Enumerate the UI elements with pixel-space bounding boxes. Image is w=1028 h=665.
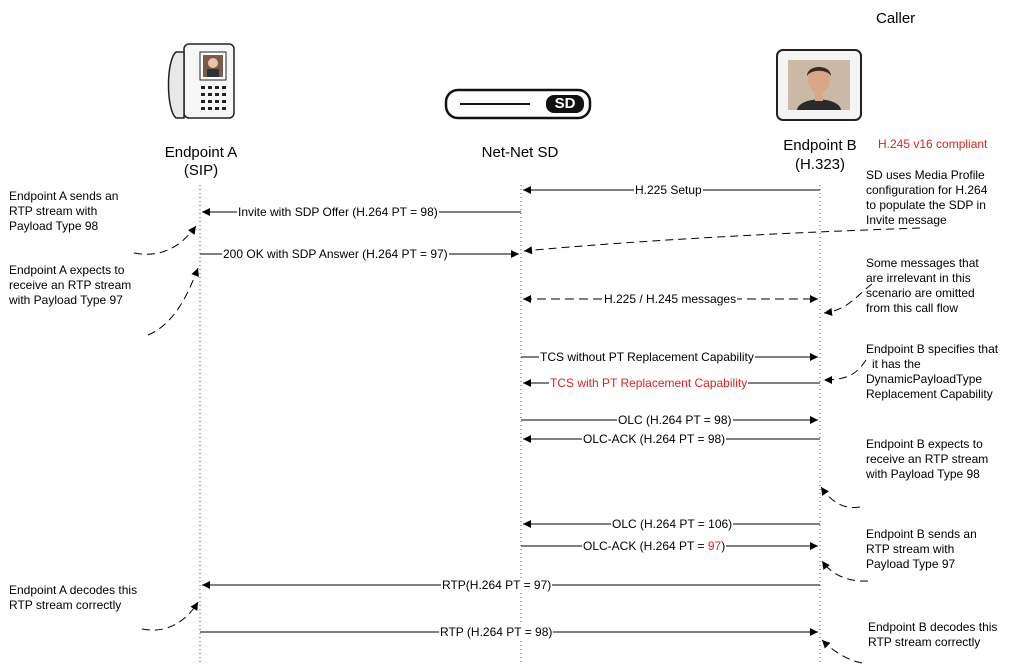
note-b6-line: Endpoint B decodes this — [868, 620, 998, 634]
note-a1-line: Endpoint A sends an — [9, 189, 119, 203]
msg-olc-106: OLC (H.264 PT = 106) — [611, 517, 734, 531]
msg-h225-h245: H.225 / H.245 messages — [603, 292, 738, 306]
msg-rtp-97: RTP(H.264 PT = 97) — [441, 578, 553, 592]
video-endpoint-icon — [776, 49, 862, 121]
endpoint-a-protocol: (SIP) — [183, 162, 219, 179]
note-b3-line: Endpoint B specifies that — [866, 342, 999, 356]
msg-rtp-98: RTP (H.264 PT = 98) — [439, 625, 554, 639]
connector-note-b3 — [823, 359, 867, 384]
note-b4-line: receive an RTP stream — [866, 452, 989, 466]
msg-olc-ack-97-value: 97 — [707, 539, 722, 553]
msg-olc-ack-97-prefix: OLC-ACK (H.264 PT = — [583, 539, 708, 553]
note-b1-line: Invite message — [866, 213, 947, 227]
note-b2-line: Some messages that — [866, 256, 979, 270]
msg-olc-98: OLC (H.264 PT = 98) — [617, 413, 733, 427]
ip-phone-icon — [167, 43, 235, 119]
msg-h225-setup: H.225 Setup — [634, 183, 703, 197]
note-a3-line: RTP stream correctly — [9, 598, 122, 612]
compliance-note: H.245 v16 compliant — [878, 137, 988, 151]
connector-note-b1 — [523, 227, 921, 255]
msg-tcs-without: TCS without PT Replacement Capability — [539, 350, 755, 364]
note-b4: Endpoint B expects to receive an RTP str… — [866, 437, 988, 482]
caller-label: Caller — [876, 10, 916, 27]
endpoint-b-name: Endpoint B — [783, 137, 857, 154]
sd-badge: SD — [554, 95, 576, 112]
connector-note-b6 — [821, 639, 863, 664]
note-b5-line: Endpoint B sends an — [866, 527, 977, 541]
msg-olc-ack-97-suffix: ) — [721, 539, 726, 553]
note-a2-line: receive an RTP stream — [9, 278, 132, 292]
note-b3-line: DynamicPayloadType — [866, 372, 983, 386]
note-a2-line: Endpoint A expects to — [9, 263, 125, 277]
msg-tcs-with: TCS with PT Replacement Capability — [549, 376, 749, 390]
msg-invite: Invite with SDP Offer (H.264 PT = 98) — [237, 205, 439, 219]
note-a3: Endpoint A decodes this RTP stream corre… — [9, 583, 137, 613]
note-b2-line: scenario are omitted — [866, 286, 975, 300]
connector-note-a2 — [147, 267, 199, 336]
note-a2-line: with Payload Type 97 — [9, 293, 123, 307]
note-b6: Endpoint B decodes this RTP stream corre… — [868, 620, 997, 650]
note-b1-line: to populate the SDP in — [866, 198, 986, 212]
note-b3: Endpoint B specifies that it has the Dyn… — [866, 342, 998, 402]
connector-note-b2 — [823, 283, 873, 316]
note-b5-line: RTP stream with — [866, 542, 955, 556]
note-a1-line: Payload Type 98 — [9, 219, 99, 233]
note-b3-line: Replacement Capability — [866, 387, 993, 401]
note-b4-line: Endpoint B expects to — [866, 437, 983, 451]
note-b2: Some messages that are irrelevant in thi… — [866, 256, 979, 316]
msg-olc-ack-97: OLC-ACK (H.264 PT = 97) — [582, 539, 727, 553]
endpoint-a-name: Endpoint A — [164, 144, 238, 161]
note-b1: SD uses Media Profile configuration for … — [866, 168, 987, 228]
note-a2: Endpoint A expects to receive an RTP str… — [9, 263, 131, 308]
connector-note-b4 — [820, 486, 861, 509]
connector-note-b5 — [821, 560, 869, 582]
note-b5-line: Payload Type 97 — [866, 557, 956, 571]
note-b6-line: RTP stream correctly — [868, 635, 981, 649]
endpoint-b-protocol: (H.323) — [794, 156, 846, 173]
note-b1-line: configuration for H.264 — [866, 183, 988, 197]
note-a1: Endpoint A sends an RTP stream with Payl… — [9, 189, 118, 234]
connector-note-a1 — [133, 225, 197, 255]
note-b1-line: SD uses Media Profile — [866, 168, 985, 182]
note-b3-line: it has the — [872, 357, 921, 371]
note-b2-line: are irrelevant in this — [866, 271, 971, 285]
msg-200-ok: 200 OK with SDP Answer (H.264 PT = 97) — [222, 247, 449, 261]
note-b4-line: with Payload Type 98 — [866, 467, 980, 481]
note-b2-line: from this call flow — [866, 301, 959, 315]
session-director-icon — [444, 88, 592, 120]
net-net-sd-name: Net-Net SD — [481, 144, 559, 161]
note-a1-line: RTP stream with — [9, 204, 98, 218]
msg-olc-ack-98: OLC-ACK (H.264 PT = 98) — [582, 432, 727, 446]
note-a3-line: Endpoint A decodes this — [9, 583, 138, 597]
note-b5: Endpoint B sends an RTP stream with Payl… — [866, 527, 977, 572]
connector-note-a3 — [141, 601, 199, 631]
